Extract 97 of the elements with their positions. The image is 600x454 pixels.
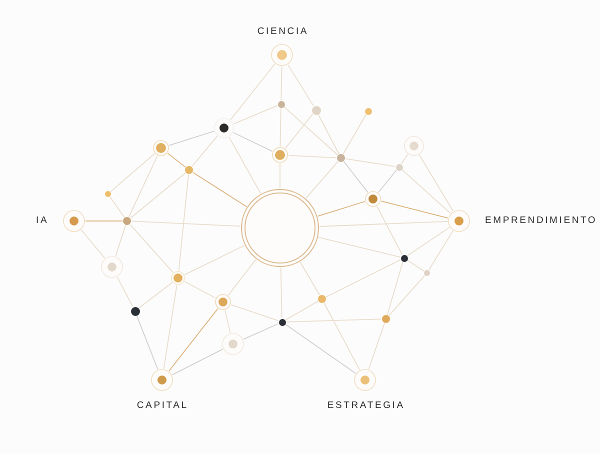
connector-line [233, 105, 278, 124]
connector-line [85, 220, 123, 222]
connector-line [228, 258, 256, 296]
node-label: CAPITAL [136, 400, 188, 412]
connector-line [128, 155, 158, 218]
connector-line [318, 236, 401, 258]
connector-line [288, 154, 337, 158]
connector-line [378, 170, 397, 193]
connector-line [288, 64, 314, 106]
connector-line [110, 153, 156, 192]
connector-line [233, 132, 273, 152]
node-dot [336, 153, 346, 163]
connector-line [380, 200, 448, 219]
connector-line [228, 136, 262, 194]
ringed-node-dot [213, 117, 235, 139]
connector-line [172, 348, 224, 376]
connector-line [130, 224, 174, 273]
node-dot [423, 269, 431, 277]
connector-line [230, 64, 276, 120]
ringed-node-dot [447, 209, 471, 233]
connector-line [344, 158, 396, 167]
ringed-node-dot [62, 209, 86, 233]
ringed-node-dot [271, 146, 289, 164]
connector-line [192, 172, 248, 208]
connector-line [116, 276, 134, 308]
connector-line [284, 113, 314, 149]
node-dot [317, 294, 327, 304]
node-dot [394, 162, 404, 172]
connector-line [376, 206, 403, 255]
ringed-node-dot [353, 368, 377, 392]
node-dot [310, 104, 322, 116]
connector-line [280, 66, 282, 100]
connector-line [130, 172, 186, 219]
connector-line [306, 160, 338, 199]
connector-line [280, 267, 282, 318]
connector-line [191, 136, 218, 167]
connector-line [285, 300, 319, 320]
connector-line [138, 282, 173, 308]
ringed-node-dot [100, 255, 124, 279]
node-dot [278, 318, 286, 326]
connector-line [284, 324, 356, 374]
connector-line [131, 220, 241, 227]
connector-line [243, 323, 279, 340]
ringed-node-dot [170, 270, 186, 286]
connector-line [110, 196, 125, 218]
connector-line [167, 152, 186, 168]
connector-line [406, 226, 450, 256]
hub-circle [240, 188, 320, 268]
ringed-node-dot [270, 43, 294, 67]
connector-line [286, 318, 382, 322]
node-dot [130, 306, 140, 316]
connector-line [178, 174, 189, 271]
node-dot [104, 190, 112, 198]
ringed-node-dot [214, 293, 232, 311]
connector-line [386, 261, 404, 316]
connector-line [224, 310, 231, 334]
connector-line [368, 322, 385, 370]
node-dot [400, 254, 408, 262]
connector-line [80, 229, 106, 259]
node-dot [276, 100, 286, 108]
connector-line [400, 154, 408, 164]
node-label: IA [36, 215, 49, 227]
connector-line [115, 224, 126, 257]
connector-line [168, 130, 214, 146]
node-dot [122, 216, 132, 226]
ringed-node-dot [221, 332, 245, 356]
connector-line [317, 201, 366, 217]
connector-line [300, 262, 320, 296]
connector-line [168, 308, 218, 372]
node-dot [364, 106, 372, 116]
ringed-node-dot [152, 139, 170, 157]
connector-line [230, 304, 279, 322]
connector-line [136, 315, 158, 370]
connector-line [184, 244, 245, 276]
connector-line [319, 220, 448, 227]
connector-line [428, 230, 454, 270]
connector-line [418, 154, 454, 212]
connector-line [402, 169, 451, 214]
ringed-node-dot [364, 190, 382, 208]
connector-line [406, 260, 425, 272]
node-dot [381, 314, 391, 324]
connector-line [342, 114, 366, 155]
connector-line [324, 302, 360, 370]
node-label: ESTRATEGIA [327, 400, 405, 412]
connector-line [280, 108, 282, 147]
node-label: CIENCIA [257, 26, 309, 38]
node-label: EMPRENDIMIENTO [485, 215, 598, 227]
connector-line [326, 259, 401, 298]
connector-line [388, 275, 426, 316]
connector-line [163, 284, 178, 370]
connector-line [343, 161, 368, 193]
ringed-node-dot [150, 368, 174, 392]
connector-line [318, 114, 340, 154]
ringed-node-dot [403, 135, 425, 157]
node-dot [184, 165, 194, 175]
connector-line [284, 106, 338, 156]
connector-line [184, 281, 216, 298]
